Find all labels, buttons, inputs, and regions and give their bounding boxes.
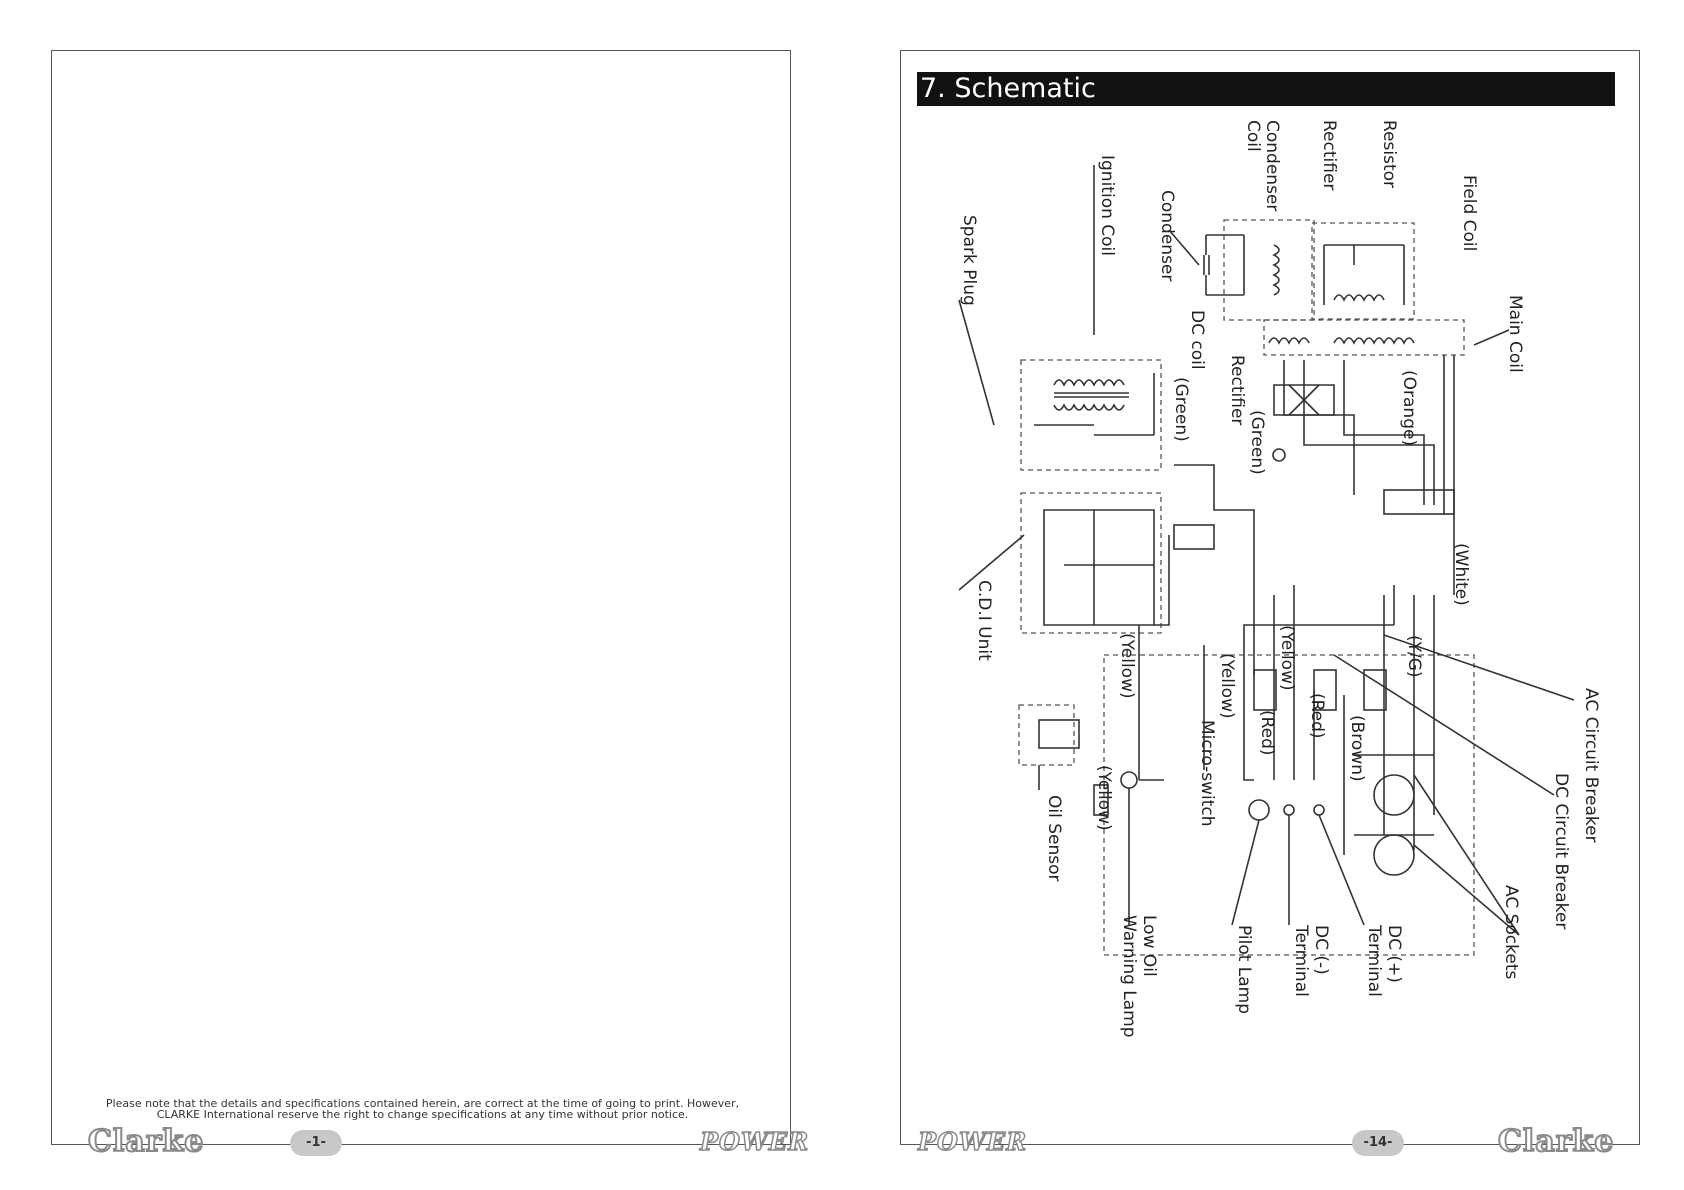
low-oil-lamp-symbol [1120, 771, 1138, 789]
dc-minus-terminal [1283, 804, 1295, 816]
schematic-labels: Resistor Rectifier Condenser Coil Field … [959, 120, 1601, 1038]
label-pilot-lamp: Pilot Lamp [1234, 925, 1254, 1014]
oil-sensor-wiring [1138, 625, 1164, 781]
label-red-1: (Red) [1257, 710, 1277, 756]
label-green-1: (Green) [1247, 410, 1267, 475]
leader-line [1318, 814, 1365, 926]
main-coil-symbol [1333, 337, 1415, 345]
ignition-primary-symbol [1053, 379, 1125, 387]
rectifier-resistor-wiring [1323, 244, 1405, 305]
ac-breaker-symbol [1363, 669, 1387, 711]
ignition-connector [1173, 524, 1215, 550]
disclaimer-line-1: Please note that the details and specifi… [105, 1097, 740, 1110]
page-number: -14- [1352, 1130, 1404, 1156]
label-white: (White) [1451, 543, 1471, 606]
pilot-lamp-symbol [1248, 799, 1270, 821]
dc-breaker-symbol [1313, 669, 1337, 711]
label-yellow-2: (Yellow) [1277, 625, 1297, 691]
ac-socket-2 [1373, 834, 1415, 876]
ignition-secondary-symbol [1053, 403, 1125, 411]
oil-sensor-box [1018, 704, 1075, 766]
cdi-ground-wiring [1154, 535, 1170, 626]
label-yellow-3: (Yellow) [1217, 653, 1237, 719]
cdi-unit-box [1020, 492, 1162, 634]
coil-output-wiring [1283, 355, 1455, 595]
label-yg: (Y/G) [1404, 635, 1424, 678]
leader-line [958, 534, 1025, 591]
cdi-internal-wiring [1043, 509, 1155, 626]
label-main-coil: Main Coil [1505, 295, 1525, 373]
ground-terminal [1272, 448, 1286, 462]
ignition-coil-box [1020, 359, 1162, 471]
right-footer-rule [900, 1144, 1640, 1145]
field-coil-box [1311, 222, 1415, 320]
label-cdi-unit: C.D.I Unit [974, 580, 994, 661]
leader-line [1473, 329, 1510, 346]
label-rectifier: Rectifier [1227, 355, 1247, 425]
label-dc-minus-1: DC (-) [1311, 925, 1331, 975]
ac-socket-1 [1373, 774, 1415, 816]
left-footer-rule [51, 1144, 791, 1145]
field-coil-symbol [1333, 294, 1385, 302]
label-red-2: (Red) [1307, 693, 1327, 739]
disclaimer-line-2: CLARKE International reserve the right t… [156, 1108, 689, 1121]
bridge-rectifier [1273, 384, 1335, 416]
ignition-wiring [1034, 373, 1155, 436]
label-dc-coil: DC coil [1187, 310, 1207, 370]
label-condenser-coil-2: Coil [1243, 120, 1263, 152]
label-rectifier-top: Rectifier [1319, 120, 1339, 190]
label-green-2: (Green) [1171, 377, 1191, 442]
label-yellow-1: (Yellow) [1117, 633, 1137, 699]
leader-line [1333, 654, 1555, 796]
oil-sensor-switch [1038, 719, 1080, 749]
label-low-oil-2: Warning Lamp [1119, 915, 1139, 1038]
right-page [900, 50, 1640, 1145]
main-coil-box [1263, 319, 1465, 356]
label-yellow-4: (Yellow) [1094, 765, 1114, 831]
disclaimer-text: Please note that the details and specifi… [90, 1098, 755, 1120]
label-resistor: Resistor [1379, 120, 1399, 188]
label-dc-plus-1: DC (+) [1384, 925, 1404, 983]
power-logo: POWER [699, 1126, 810, 1157]
condenser-coil-symbol [1272, 244, 1280, 296]
label-oil-sensor: Oil Sensor [1044, 795, 1064, 882]
panel-feed-wiring [1243, 585, 1395, 781]
oil-sensor-connector [1093, 784, 1109, 816]
label-ignition-coil: Ignition Coil [1097, 155, 1117, 256]
leader-line [1168, 229, 1200, 266]
leader-line [1413, 844, 1520, 936]
dc-plus-terminal [1313, 804, 1325, 816]
label-orange: (Orange) [1399, 370, 1419, 446]
label-condenser: Condenser [1157, 190, 1177, 281]
wiring-schematic: Resistor Rectifier Condenser Coil Field … [958, 120, 1601, 1038]
cdi-to-switch-wiring [1174, 464, 1255, 675]
label-micro-switch: Micro-switch [1197, 720, 1217, 826]
left-page [51, 50, 791, 1145]
control-panel-box [1103, 654, 1475, 956]
power-logo: POWER [917, 1126, 1028, 1157]
label-field-coil: Field Coil [1459, 175, 1479, 251]
leader-line [958, 299, 995, 426]
leader-line [1383, 634, 1575, 701]
main-connector [1383, 489, 1455, 515]
leader-line [1231, 819, 1260, 926]
panel-wiring [1273, 595, 1435, 855]
label-condenser-coil-1: Condenser [1262, 120, 1282, 211]
section-title: 7. Schematic [917, 72, 1615, 106]
label-brown: (Brown) [1347, 715, 1367, 782]
label-dc-plus-2: Terminal [1364, 924, 1384, 997]
label-dc-minus-2: Terminal [1291, 924, 1311, 997]
label-ac-sockets: AC Sockets [1501, 885, 1521, 980]
micro-switch-symbol [1253, 669, 1277, 711]
label-ac-circuit-breaker: AC Circuit Breaker [1581, 688, 1601, 843]
label-spark-plug: Spark Plug [959, 215, 979, 306]
clarke-logo: Clarke [87, 1123, 205, 1160]
clarke-logo: Clarke [1497, 1123, 1615, 1160]
label-dc-circuit-breaker: DC Circuit Breaker [1551, 773, 1571, 929]
page-number: -1- [290, 1130, 342, 1156]
label-low-oil-1: Low Oil [1139, 915, 1159, 977]
leader-line [1413, 774, 1520, 936]
dc-coil-symbol [1268, 337, 1310, 345]
condenser-wiring [1203, 234, 1245, 296]
